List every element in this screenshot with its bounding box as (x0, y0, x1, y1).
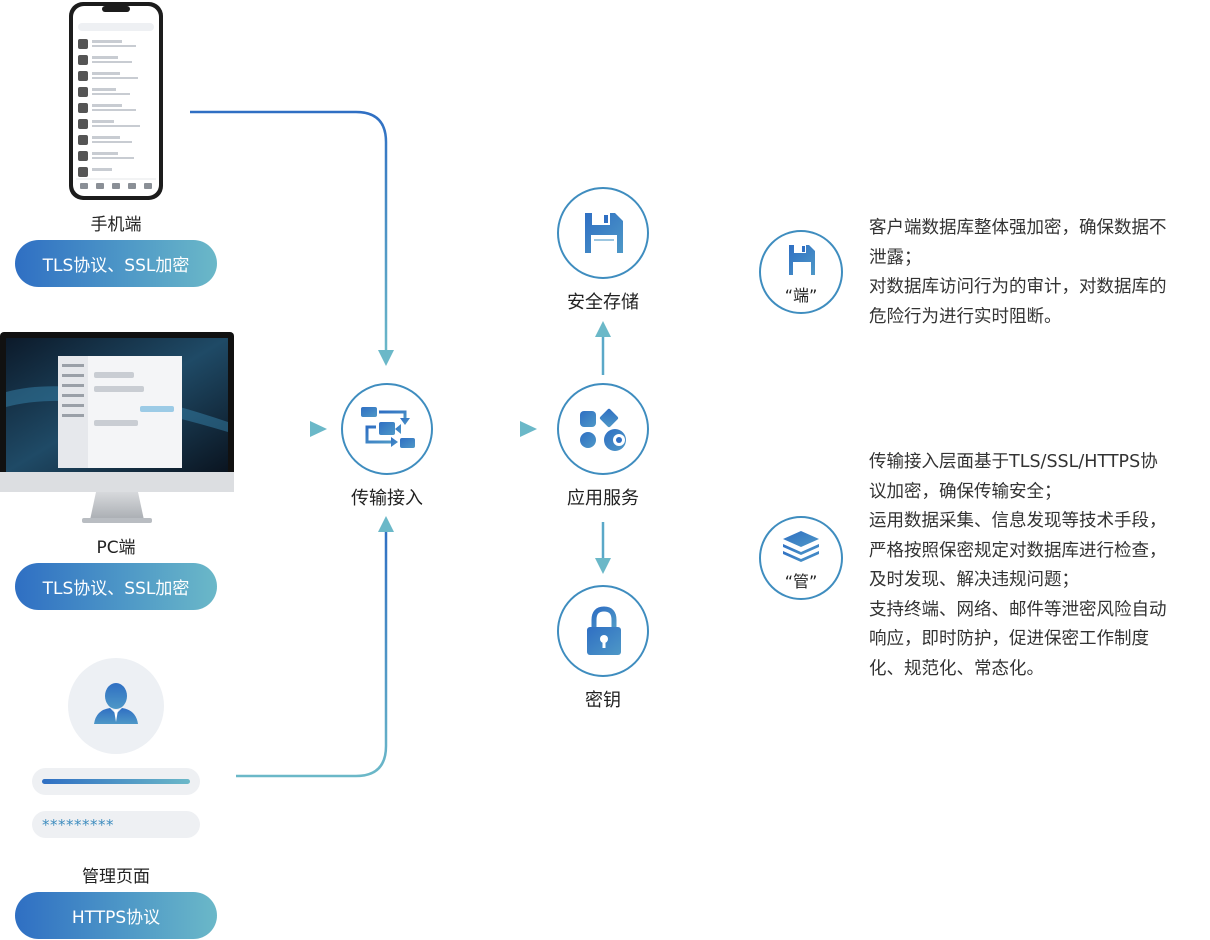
transport-node (341, 383, 433, 475)
arrow-app-key (595, 558, 611, 574)
mobile-protocol-badge: TLS协议、SSL加密 (15, 240, 217, 287)
desc-line: 危险行为进行实时阻断。 (869, 306, 1062, 327)
desc-line: 及时发现、解决违规问题； (869, 570, 1079, 590)
feature-endpoint-caption: “端” (784, 286, 818, 305)
desc-line: 客户端数据库整体强加密，确保数据不 (869, 218, 1167, 238)
desc-line: 严格按照保密规定对数据库进行检查， (869, 540, 1167, 561)
arrow-pc (310, 421, 327, 437)
desc-line: 对数据库访问行为的审计，对数据库的 (869, 277, 1167, 297)
arrow-mobile (378, 350, 394, 366)
app-service-label: 应用服务 (567, 488, 639, 509)
lock-icon (587, 606, 621, 655)
desc-line: 传输接入层面基于TLS/SSL/HTTPS协 (869, 452, 1158, 472)
desc-line: 运用数据采集、信息发现等技术手段， (869, 511, 1167, 531)
transfer-icon (361, 407, 415, 448)
mobile-phone-image (68, 1, 164, 201)
mobile-label: 手机端 (90, 215, 142, 235)
apps-icon (580, 408, 626, 451)
desc-line: 响应，即时防护，促进保密工作制度 (869, 629, 1149, 649)
desc-line: 化、规范化、常态化。 (869, 658, 1044, 679)
arrow-app-storage (595, 321, 611, 337)
admin-label: 管理页面 (82, 867, 150, 887)
key-label: 密钥 (585, 690, 621, 711)
secure-storage-label: 安全存储 (567, 292, 639, 313)
desc-line: 泄露； (869, 247, 922, 268)
pc-protocol-badge: TLS协议、SSL加密 (15, 563, 217, 610)
feature-pipe-caption: “管” (784, 572, 818, 591)
admin-protocol-badge: HTTPS协议 (15, 892, 217, 939)
connector-mobile (190, 110, 388, 352)
username-fill (42, 779, 190, 784)
floppy-disk-icon (789, 245, 815, 275)
username-field[interactable] (32, 768, 200, 795)
transport-label: 传输接入 (351, 488, 423, 509)
desc-line: 支持终端、网络、邮件等泄密风险自动 (869, 599, 1167, 620)
app-service-node (557, 383, 649, 475)
feature-pipe-description: 传输接入层面基于TLS/SSL/HTTPS协 议加密，确保传输安全； 运用数据采… (869, 448, 1209, 684)
arrow-transport-app (520, 421, 537, 437)
password-mask: ********* (42, 816, 114, 834)
password-field[interactable]: ********* (32, 811, 200, 838)
floppy-disk-icon (585, 213, 623, 253)
feature-endpoint-description: 客户端数据库整体强加密，确保数据不 泄露； 对数据库访问行为的审计，对数据库的 … (869, 214, 1209, 332)
layers-icon (783, 531, 819, 562)
admin-avatar (68, 658, 164, 754)
key-node (557, 585, 649, 677)
arrow-admin (378, 516, 394, 532)
pc-label: PC端 (96, 538, 136, 558)
feature-endpoint-badge: “端” (759, 230, 843, 314)
user-icon (94, 683, 138, 724)
connector-admin (236, 530, 388, 778)
desc-line: 议加密，确保传输安全； (869, 481, 1062, 502)
pc-monitor-image (0, 332, 234, 524)
feature-pipe-badge: “管” (759, 516, 843, 600)
secure-storage-node (557, 187, 649, 279)
